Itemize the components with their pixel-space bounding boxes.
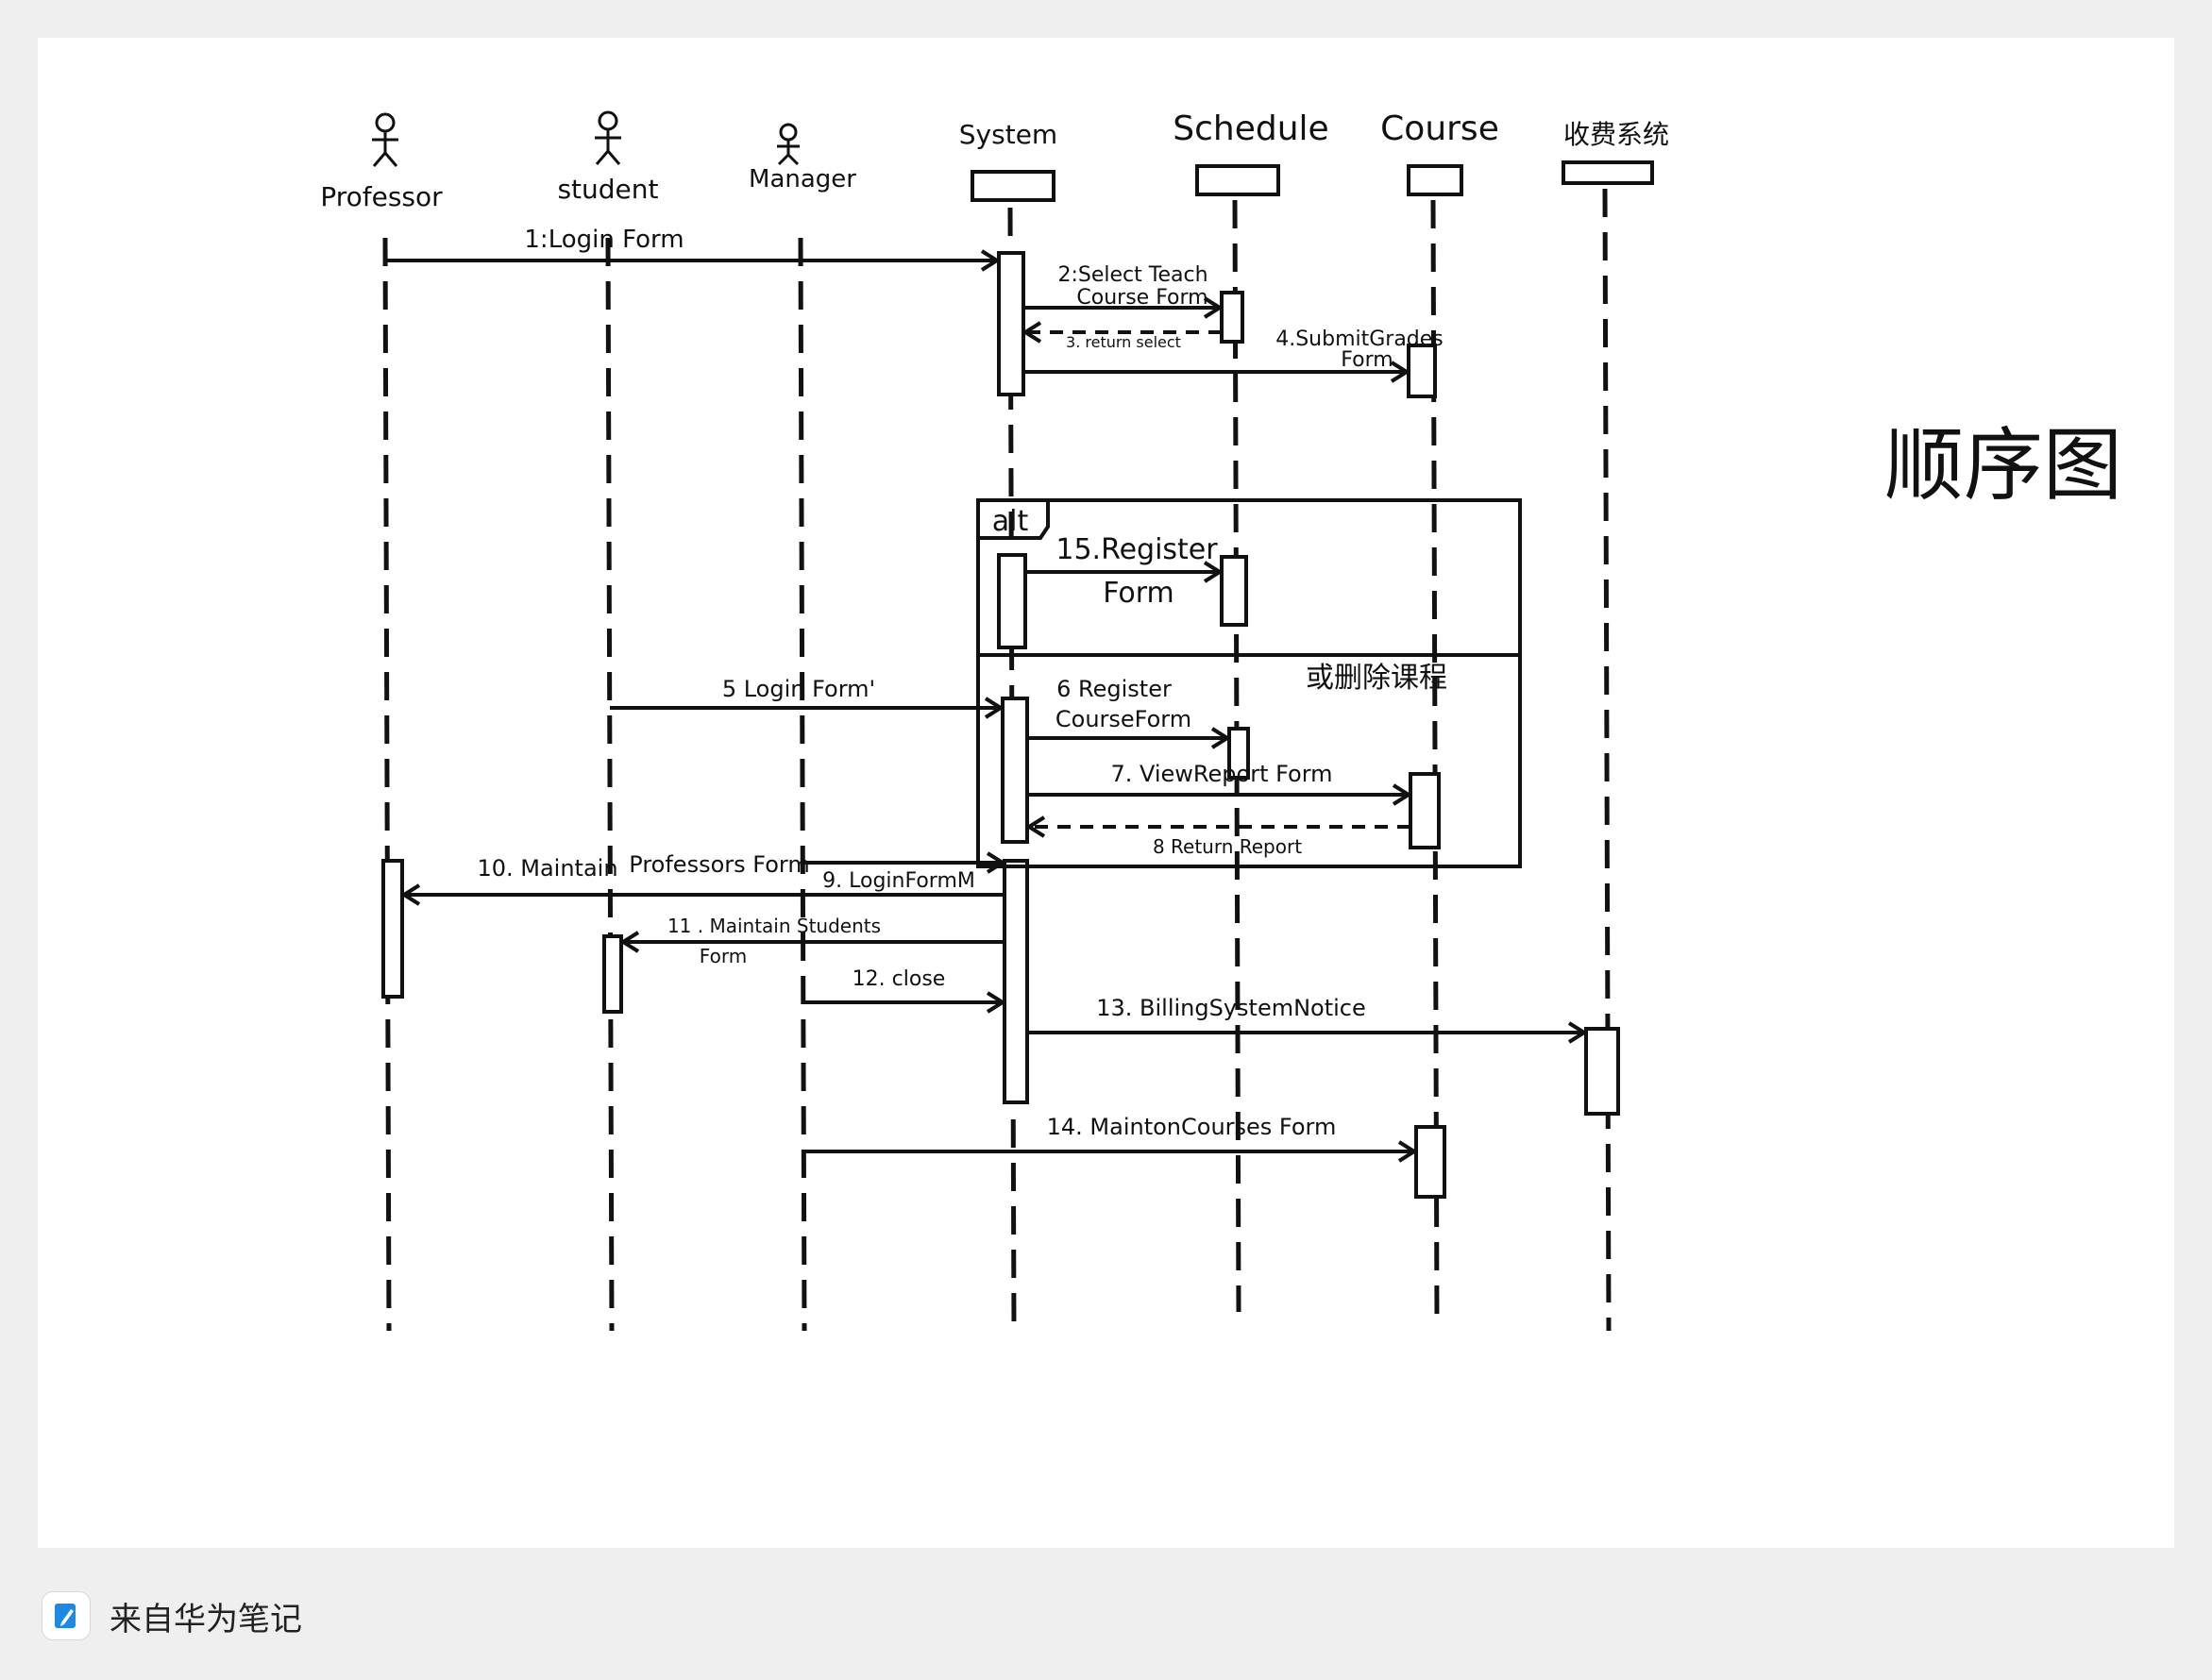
message-3-arrowhead [1022,321,1042,344]
footer-text: 来自华为笔记 [110,1600,302,1638]
message-6-arrowhead [1210,727,1231,749]
lifeline-label-professor: Professor [320,181,443,212]
lifeline-billing [1602,188,1612,1332]
message-10-label-line1: 10. Maintain [477,855,617,882]
lifeline-manager [798,237,807,1332]
lifeline-professor [382,237,392,1332]
lifeline-student [605,237,615,1332]
message-3-label: 3. return select [1066,333,1181,351]
sequence-diagram: Professor student Manager System Schedul… [320,109,2122,1332]
lifeline-label-student: student [557,174,658,205]
message-15-label-line1: 15.Register [1055,533,1218,566]
billing-head-box [1562,160,1654,185]
message-1-arrowhead [980,249,1001,272]
message-2-arrowhead [1203,296,1224,319]
activation-student-1 [602,934,623,1014]
message-4-label-line2: Form [1341,348,1393,372]
activation-course-2 [1409,772,1441,849]
message-12-label: 12. close [853,967,946,991]
activation-billing-1 [1584,1027,1620,1116]
activation-schedule-1 [1220,291,1244,344]
message-14-label: 14. MaintonCourses Form [1047,1114,1337,1140]
lifeline-label-manager: Manager [749,165,856,193]
message-8-arrowhead [1025,815,1046,838]
message-7-arrowhead [1392,783,1412,806]
message-6-label-line2: CourseForm [1055,706,1191,732]
lifeline-label-schedule: Schedule [1173,109,1328,148]
message-5-label: 5 Login Form' [722,676,875,702]
message-9-arrowhead [986,851,1006,874]
student-actor-icon [595,110,621,165]
pen-note-icon[interactable] [42,1591,91,1640]
activation-course-1 [1407,344,1437,398]
message-13-label: 13. BillingSystemNotice [1096,995,1366,1021]
course-head-box [1407,164,1463,196]
alt-fragment-label: alt [992,505,1029,538]
message-10-arrowhead [400,883,421,906]
message-12-arrowhead [986,991,1006,1014]
lifeline-label-system: System [959,119,1057,150]
message-10-label-line2: Professors Form [629,851,809,878]
footer-source: 来自华为笔记 [42,1589,302,1642]
message-4-label-line1: 4.SubmitGrades [1275,328,1444,351]
alt-fragment-guard-note: 或删除课程 [1306,662,1447,695]
activation-system-4 [1003,859,1029,1104]
message-15-label-line2: Form [1103,577,1174,610]
activation-schedule-3 [1227,727,1250,780]
note-canvas: Professor student Manager System Schedul… [38,38,2174,1548]
message-8-label: 8 Return Report [1153,835,1302,858]
alt-fragment-frame [976,498,1522,868]
message-15-arrowhead [1203,561,1224,583]
activation-system-1 [997,251,1025,396]
schedule-head-box [1195,164,1280,196]
message-1-label: 1:Login Form [524,226,684,254]
activation-professor-1 [381,859,404,999]
message-11-label-line2: Form [700,945,747,967]
lifeline-label-billing: 收费系统 [1563,119,1669,150]
activation-system-2 [997,553,1027,649]
activation-course-3 [1414,1125,1446,1199]
message-11-arrowhead [619,931,640,953]
side-title: 顺序图 [1884,419,2122,512]
message-9-label: 9. LoginFormM [822,869,975,893]
lifeline-label-course: Course [1380,109,1499,148]
message-4-arrowhead [1390,361,1410,383]
message-2-label-line1: 2:Select Teach [1057,263,1207,287]
manager-actor-icon [777,123,800,166]
lifeline-schedule [1232,199,1241,1313]
message-5-arrowhead [984,697,1005,719]
message-14-arrowhead [1397,1140,1418,1163]
message-2-label-line2: Course Form [1076,286,1207,310]
activation-schedule-2 [1220,555,1248,627]
professor-actor-icon [372,112,398,167]
alt-fragment-tab [976,500,1050,540]
message-7-label: 7. ViewReport Form [1110,761,1332,787]
activation-system-3 [1001,697,1029,844]
system-head-box [971,170,1055,202]
message-6-label-line1: 6 Register [1056,676,1172,702]
message-13-arrowhead [1567,1021,1588,1044]
message-11-label-line1: 11 . Maintain Students [667,915,881,937]
